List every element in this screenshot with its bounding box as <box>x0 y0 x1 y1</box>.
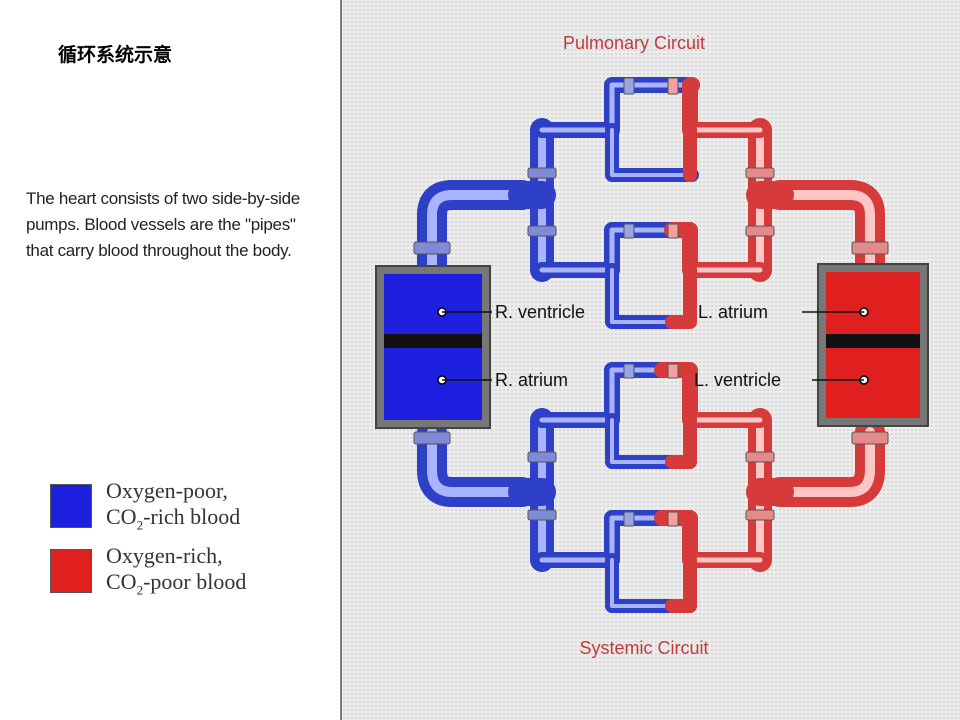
left-panel: 循环系统示意 The heart consists of two side-by… <box>0 0 340 720</box>
legend-swatch-blue <box>50 484 92 528</box>
legend-swatch-red <box>50 549 92 593</box>
description-text: The heart consists of two side-by-side p… <box>26 189 300 260</box>
label-l-ventricle: L. ventricle <box>694 370 781 390</box>
oxygen-poor-pipes <box>417 77 700 613</box>
pipe-fittings <box>413 77 889 527</box>
legend-label-oxygen-rich: Oxygen-rich, CO2-poor blood <box>106 543 247 598</box>
pipe-diagram-svg: Pulmonary Circuit Systemic Circuit <box>375 33 929 658</box>
left-heart-pump <box>802 263 929 427</box>
right-heart-pump <box>375 265 492 429</box>
legend-label-oxygen-poor: Oxygen-poor, CO2-rich blood <box>106 478 241 533</box>
oxygen-rich-pipes <box>654 77 885 613</box>
circulation-diagram: Pulmonary Circuit Systemic Circuit <box>342 0 960 720</box>
systemic-circuit-label: Systemic Circuit <box>579 638 708 658</box>
panel-divider <box>340 0 342 720</box>
pulmonary-circuit-label: Pulmonary Circuit <box>563 33 705 53</box>
label-r-ventricle: R. ventricle <box>495 302 585 322</box>
label-l-atrium: L. atrium <box>698 302 768 322</box>
page-title: 循环系统示意 <box>58 44 173 66</box>
label-r-atrium: R. atrium <box>495 370 568 390</box>
